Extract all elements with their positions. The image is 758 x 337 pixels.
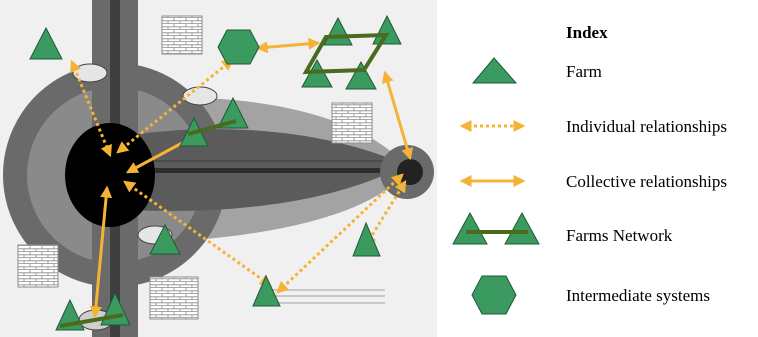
- legend: Index Farm Individual relationships Coll…: [452, 23, 727, 315]
- collective-relationship-arrow: [255, 37, 321, 54]
- collective-relationship-arrow: [89, 185, 113, 319]
- farm-legend-icon: [471, 57, 518, 84]
- building-icon: [161, 15, 203, 55]
- farm-triangle-icon: [149, 223, 181, 255]
- building-icon: [17, 244, 59, 288]
- legend-label-individual: Individual relationships: [566, 117, 727, 136]
- legend-label-farms-network: Farms Network: [566, 226, 673, 245]
- legend-label-farm: Farm: [566, 62, 602, 81]
- map-symbols: [29, 14, 402, 331]
- individual-relationship-arrow: [70, 59, 112, 158]
- intermediate-system-hexagon-icon: [217, 29, 260, 65]
- farms-network-pair: [55, 291, 131, 331]
- building-icon: [331, 102, 373, 144]
- hexagon-legend-icon: [471, 275, 517, 315]
- legend-label-intermediate: Intermediate systems: [566, 286, 710, 305]
- farms-network-cluster: [301, 14, 402, 90]
- individual-relationship-arrow: [276, 173, 404, 294]
- building-icon: [149, 276, 199, 320]
- farm-triangle-icon: [252, 274, 281, 307]
- legend-label-collective: Collective relationships: [566, 172, 727, 191]
- individual-relationship-arrow: [364, 179, 407, 248]
- farms-network-legend-icon: [452, 211, 540, 245]
- farms-network-pair: [179, 96, 249, 147]
- farm-triangle-icon: [29, 26, 63, 60]
- farm-triangle-icon: [352, 221, 381, 257]
- collective-relationship-arrow: [381, 70, 414, 161]
- legend-title: Index: [566, 23, 608, 42]
